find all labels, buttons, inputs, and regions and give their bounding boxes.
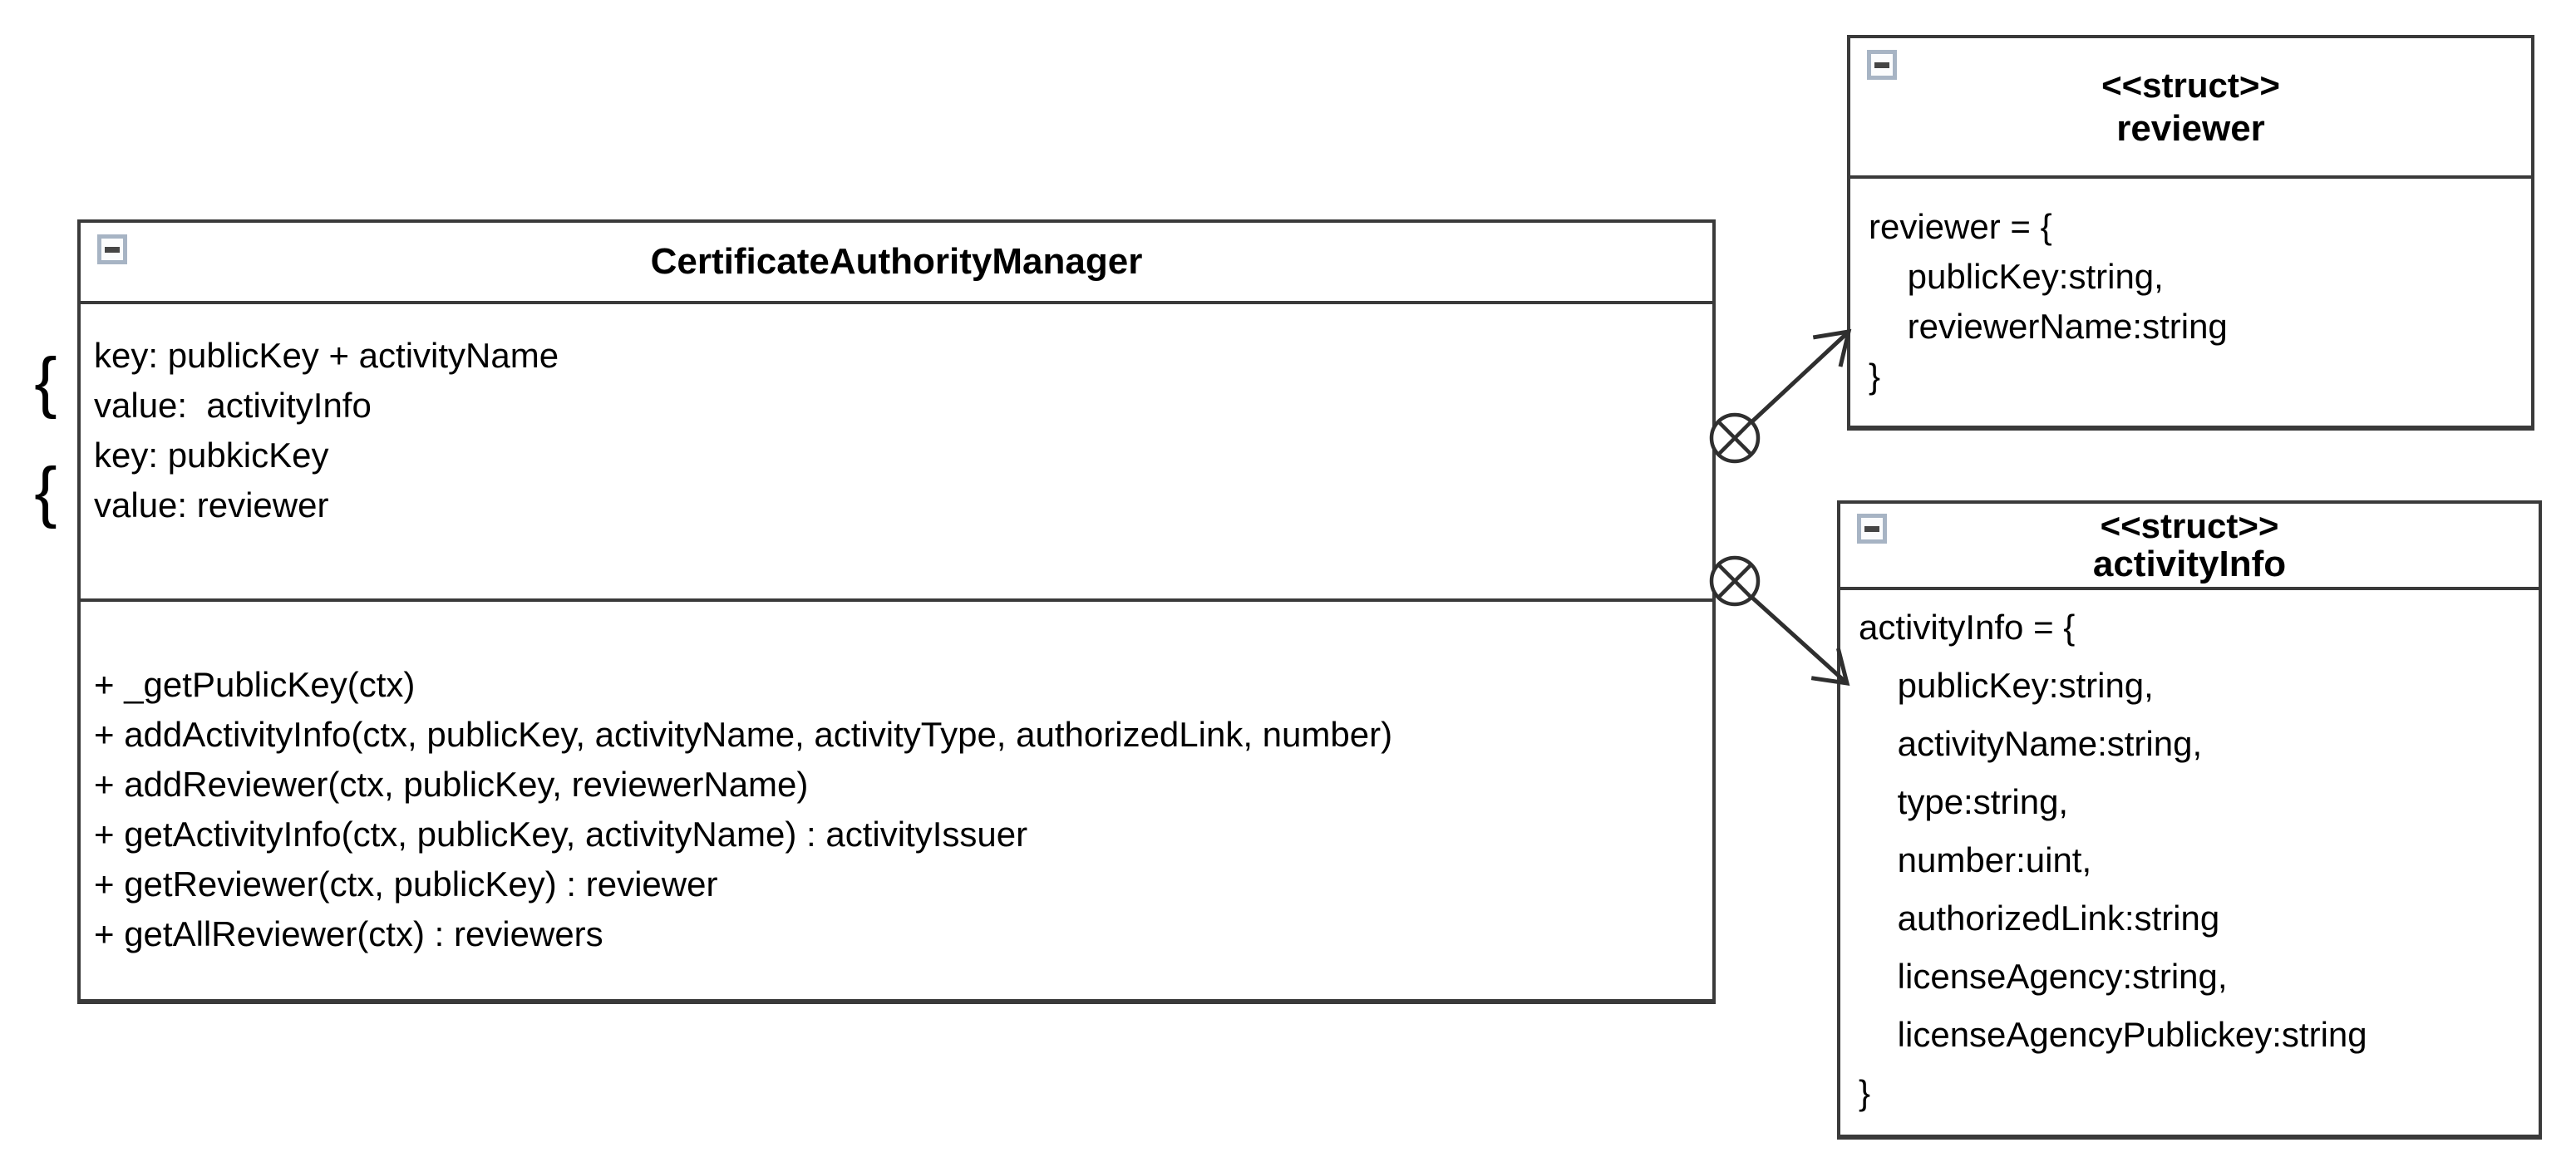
struct-body: reviewer = { publicKey:string, reviewerN… — [1850, 179, 2531, 401]
field-line: value: activityInfo — [94, 386, 372, 425]
collapse-minus-icon[interactable] — [97, 234, 127, 264]
containment-connector-reviewer[interactable] — [1709, 328, 1852, 464]
struct-body-line: activityInfo = { — [1859, 608, 2076, 647]
minus-bar — [1874, 62, 1889, 68]
struct-stereotype: <<struct>> — [2101, 65, 2280, 105]
class-fields-section: key: publicKey + activityName value: acti… — [81, 304, 1712, 602]
struct-title-bar: <<struct>> activityInfo — [1840, 504, 2539, 590]
struct-body-line: publicKey:string, — [1869, 257, 2164, 296]
struct-stereotype: <<struct>> — [2100, 506, 2279, 545]
class-name: CertificateAuthorityManager — [650, 241, 1143, 282]
class-title-bar: CertificateAuthorityManager — [81, 223, 1712, 304]
method-line: + getActivityInfo(ctx, publicKey, activi… — [94, 815, 1028, 854]
method-line: + addReviewer(ctx, publicKey, reviewerNa… — [94, 765, 809, 804]
struct-body-line: authorizedLink:string — [1859, 899, 2220, 938]
struct-title-bar: <<struct>> reviewer — [1850, 38, 2531, 179]
struct-body-line: type:string, — [1859, 782, 2069, 821]
method-line: + addActivityInfo(ctx, publicKey, activi… — [94, 715, 1393, 754]
struct-body-line: reviewer = { — [1869, 207, 2052, 246]
collapse-minus-icon[interactable] — [1857, 514, 1887, 544]
map-entry-brace-2: { — [34, 454, 57, 529]
struct-name: reviewer — [2116, 107, 2265, 149]
class-certificate-authority-manager[interactable]: CertificateAuthorityManager key: publicK… — [77, 219, 1716, 1004]
struct-body-line: activityName:string, — [1859, 724, 2203, 763]
field-line: key: publicKey + activityName — [94, 336, 559, 375]
method-line: + _getPublicKey(ctx) — [94, 665, 416, 704]
map-entry-brace-1: { — [34, 344, 57, 420]
struct-body-line: licenseAgency:string, — [1859, 957, 2228, 996]
struct-body-line: number:uint, — [1859, 840, 2092, 879]
collapse-minus-icon[interactable] — [1867, 50, 1897, 80]
struct-body-line: reviewerName:string — [1869, 307, 2228, 346]
struct-body-line: } — [1859, 1073, 1871, 1112]
minus-bar — [1864, 525, 1879, 532]
struct-body: activityInfo = { publicKey:string, activ… — [1840, 590, 2539, 1122]
field-line: value: reviewer — [94, 485, 329, 524]
struct-body-line: } — [1869, 357, 1881, 396]
struct-body-line: publicKey:string, — [1859, 666, 2154, 705]
struct-activity-info[interactable]: <<struct>> activityInfo activityInfo = {… — [1837, 500, 2542, 1140]
method-line: + getAllReviewer(ctx) : reviewers — [94, 914, 603, 953]
struct-name: activityInfo — [2092, 544, 2287, 584]
struct-reviewer[interactable]: <<struct>> reviewer reviewer = { publicK… — [1847, 35, 2534, 431]
class-methods-section: + _getPublicKey(ctx) + addActivityInfo(ct… — [81, 602, 1712, 999]
minus-bar — [105, 246, 120, 253]
method-line: + getReviewer(ctx, publicKey) : reviewer — [94, 864, 718, 904]
field-line: key: pubkicKey — [94, 436, 329, 475]
struct-body-line: licenseAgencyPublickey:string — [1859, 1015, 2367, 1054]
containment-connector-activity-info[interactable] — [1709, 555, 1850, 687]
